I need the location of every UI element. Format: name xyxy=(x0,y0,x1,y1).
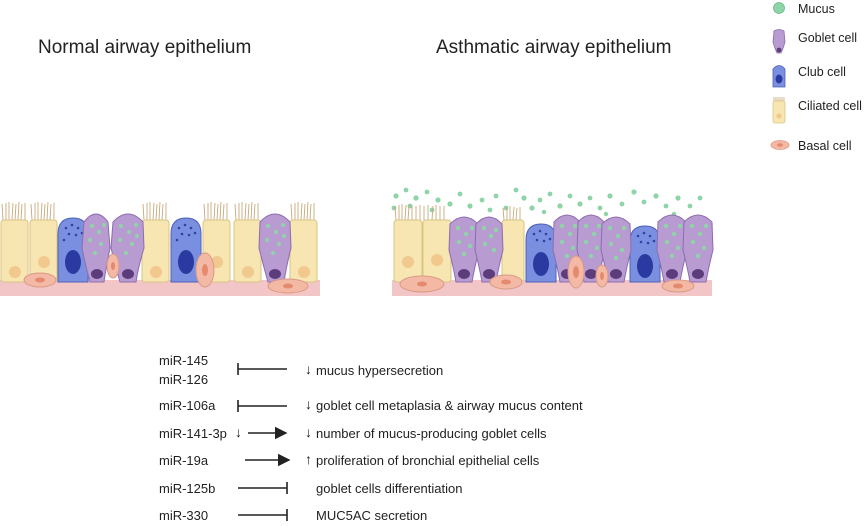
mirna-label: miR-106a xyxy=(159,398,216,413)
mirna-label: miR-330 xyxy=(159,508,209,523)
effect-label: number of mucus-producing goblet cells xyxy=(316,426,547,441)
effect-label: proliferation of bronchial epithelial ce… xyxy=(316,453,540,468)
mirna-label: miR-126 xyxy=(159,372,209,387)
regulation-row: miR-141-3p ↓ ↓ number of mucus-producing… xyxy=(0,424,867,444)
ciliated-nuclei xyxy=(402,254,443,268)
effect-label: mucus hypersecretion xyxy=(316,363,444,378)
basal-cells xyxy=(23,252,309,294)
effect-label: MUC5AC secretion xyxy=(316,508,428,523)
regulation-row: miR-125b goblet cells differentiation xyxy=(0,479,867,499)
effect-direction-arrow: ↓ xyxy=(305,424,312,440)
regulation-row: miR-330 MUC5AC secretion xyxy=(0,506,867,526)
legend-label: Mucus xyxy=(798,2,835,16)
goblet-cells xyxy=(448,214,714,283)
club-cell-icon xyxy=(772,65,786,88)
effect-direction-arrow: ↓ xyxy=(305,396,312,412)
mirna-direction-arrow: ↓ xyxy=(235,424,242,440)
regulation-row: miR-106a ↓ goblet cell metaplasia & airw… xyxy=(0,396,867,416)
mirna-label: miR-19a xyxy=(159,453,209,468)
basal-cell-icon xyxy=(770,140,790,150)
ciliated-cells xyxy=(393,219,525,283)
goblet-nuclei xyxy=(91,269,281,279)
club-nuclei xyxy=(65,250,194,274)
basal-nuclei xyxy=(417,266,683,289)
ciliated-cell-icon xyxy=(772,97,786,124)
club-granules xyxy=(62,223,197,242)
effect-direction-arrow: ↓ xyxy=(305,361,312,377)
regulation-row: miR-19a ↑ proliferation of bronchial epi… xyxy=(0,451,867,471)
goblet-mucus-granules xyxy=(455,223,709,261)
mirna-label: miR-125b xyxy=(159,481,216,496)
club-nuclei xyxy=(533,252,653,278)
basal-nuclei xyxy=(35,262,293,289)
club-granules xyxy=(532,229,656,245)
effect-label: goblet cell metaplasia & airway mucus co… xyxy=(316,398,583,413)
goblet-cell-icon xyxy=(772,29,786,54)
legend-label: Basal cell xyxy=(798,139,852,153)
regulation-row: miR-145 miR-126 ↓ mucus hypersecretion xyxy=(0,351,867,389)
cilia xyxy=(1,201,315,221)
cilia xyxy=(394,204,521,221)
basement-membrane xyxy=(0,280,320,296)
legend-label: Club cell xyxy=(798,65,846,79)
mirna-label: miR-141-3p xyxy=(159,426,227,441)
goblet-mucus-granules xyxy=(88,223,286,255)
mucus-layer xyxy=(391,187,703,217)
ciliated-nuclei xyxy=(9,256,310,278)
effect-label: goblet cells differentiation xyxy=(316,481,463,496)
asthmatic-epithelium-title: Asthmatic airway epithelium xyxy=(436,37,672,58)
legend-label: Goblet cell xyxy=(798,31,858,45)
mirna-label: miR-145 xyxy=(159,353,209,368)
legend-label: Ciliated cell xyxy=(798,99,862,113)
normal-epithelium-title: Normal airway epithelium xyxy=(38,37,252,58)
basement-membrane xyxy=(392,280,712,296)
asthmatic-epithelium-illustration xyxy=(391,187,714,296)
normal-epithelium-illustration xyxy=(0,201,320,296)
effect-direction-arrow: ↑ xyxy=(305,451,312,467)
mucus-icon xyxy=(773,2,785,14)
